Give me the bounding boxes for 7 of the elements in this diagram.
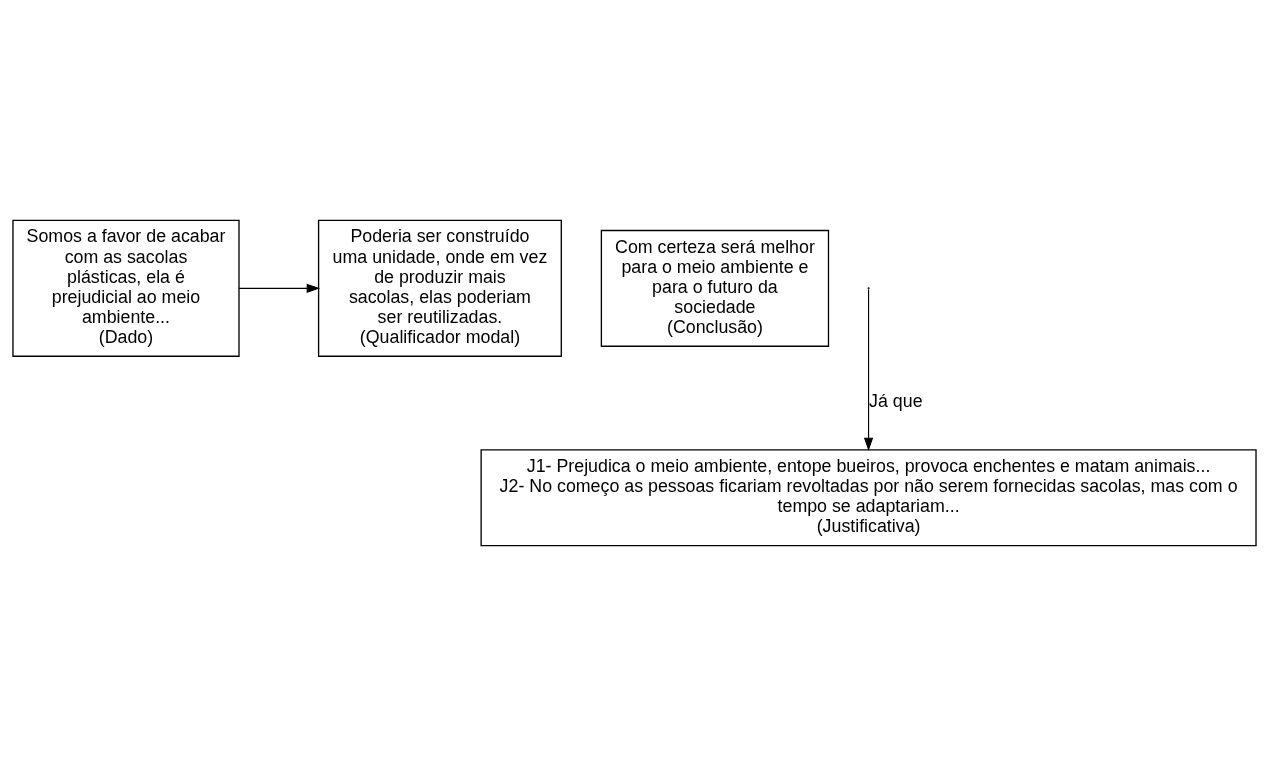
node-box: Poderia ser construído uma unidade, onde em vez de produzir mais sacolas, elas poderiam ser reutilizadas. (Qualificador modal) (317, 219, 562, 357)
edge-label: Já que (869, 390, 923, 411)
node-box: Somos a favor de acabar com as sacolas plásticas, ela é prejudicial ao meio ambiente... (Dado) (12, 219, 240, 357)
arrow (863, 288, 874, 451)
node-box: Com certeza será melhor para o meio ambiente e para o futuro da sociedade (Conclusão) (600, 229, 830, 347)
node-box: J1- Prejudica o meio ambiente, entope bueiros, provoca enchentes e matam animais... J2- No começo as pessoas ficariam revoltadas por não serem fornecidas sacolas, mas com o tempo se adaptariam... (Justificativa) (480, 448, 1257, 546)
arrow (238, 283, 321, 293)
